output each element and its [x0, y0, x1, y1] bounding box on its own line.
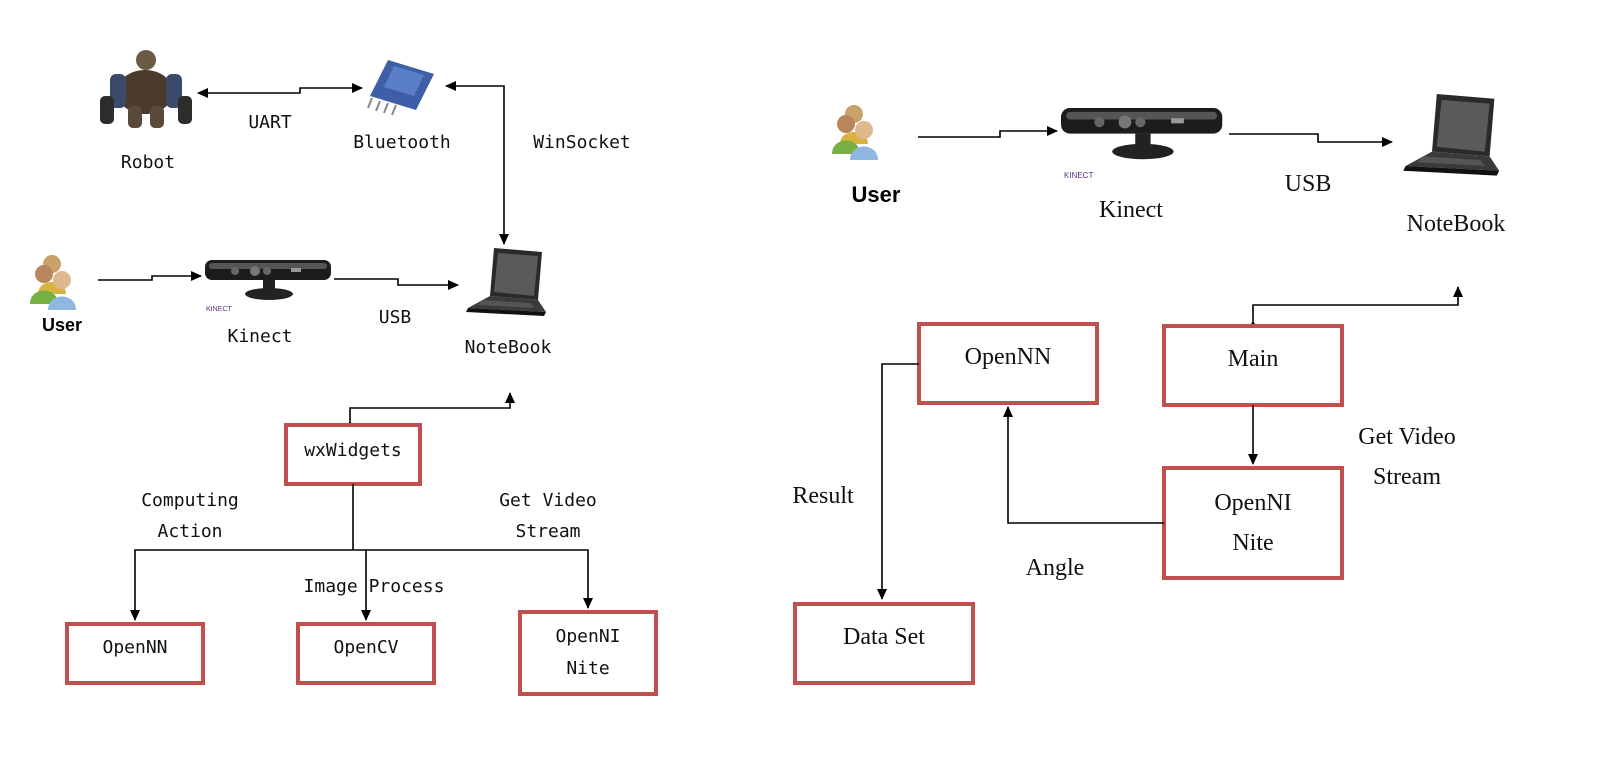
kinect-label: Kinect — [1099, 197, 1163, 223]
angle-label: Angle — [1026, 555, 1085, 581]
user-label: User — [852, 182, 901, 207]
main-box — [1162, 324, 1344, 407]
laptop-icon — [466, 248, 546, 316]
opennn-label: OpenNN — [102, 637, 167, 658]
winsocket-connector — [445, 81, 509, 245]
usb-label: USB — [1285, 171, 1332, 197]
uart-label: UART — [248, 112, 292, 133]
users-group-icon — [30, 255, 76, 310]
wxwidgets-label: wxWidgets — [304, 440, 402, 461]
kinect-sensor-icon — [205, 260, 331, 300]
dataset-box — [793, 602, 975, 685]
kinect-label: Kinect — [227, 326, 292, 347]
openni-label-line2: Nite — [566, 658, 609, 679]
users-group-icon — [832, 105, 878, 160]
winsocket-label: WinSocket — [533, 132, 631, 153]
opencv-box — [296, 622, 436, 685]
usb-label: USB — [379, 307, 412, 328]
wxwidgets-notebook-connector — [345, 392, 515, 431]
bluetooth-module-icon — [367, 60, 434, 116]
kinect-logo: KINECT — [206, 306, 232, 313]
image-process-label: Image Process — [304, 576, 445, 597]
openni-box — [1162, 466, 1344, 580]
branch-to-openni — [366, 549, 593, 609]
openni-label-line2: Nite — [1232, 530, 1273, 556]
branch-to-opennn — [130, 549, 353, 621]
computing-label-line1: Computing — [141, 490, 239, 511]
kinect-to-notebook-connector — [1229, 133, 1393, 147]
kinect-sensor-icon — [1061, 108, 1223, 160]
openni-box — [518, 610, 658, 696]
opennn-box — [917, 322, 1099, 405]
openni-label-line1: OpenNI — [555, 626, 620, 647]
opennn-label: OpenNN — [965, 344, 1052, 370]
kinect-logo: KINECT — [1064, 171, 1093, 180]
bluetooth-label: Bluetooth — [353, 132, 451, 153]
laptop-icon — [1403, 94, 1500, 176]
user-to-kinect-connector — [918, 126, 1058, 138]
notebook-label: NoteBook — [1407, 211, 1506, 237]
user-label: User — [42, 315, 82, 335]
getvideo-label-line2: Stream — [1373, 464, 1441, 490]
getvideo-label-line1: Get Video — [1358, 424, 1455, 450]
kinect-to-notebook-connector — [334, 278, 459, 290]
openni-to-opennn-connector — [1003, 406, 1164, 524]
result-label: Result — [792, 483, 854, 509]
main-notebook-connector — [1248, 286, 1463, 331]
robot-label: Robot — [121, 152, 175, 173]
dataset-label: Data Set — [843, 624, 925, 650]
computing-label-line2: Action — [157, 521, 222, 542]
uart-connector — [197, 83, 363, 98]
main-label: Main — [1228, 346, 1279, 372]
getvideo-label-line1: Get Video — [499, 490, 597, 511]
opennn-box — [65, 622, 205, 685]
getvideo-label-line2: Stream — [515, 521, 580, 542]
user-to-kinect-connector — [98, 271, 202, 281]
opencv-label: OpenCV — [333, 637, 398, 658]
robot-icon — [100, 50, 192, 128]
openni-label-line1: OpenNI — [1214, 490, 1291, 516]
notebook-label: NoteBook — [465, 337, 552, 358]
opennn-to-dataset-connector — [877, 363, 919, 600]
